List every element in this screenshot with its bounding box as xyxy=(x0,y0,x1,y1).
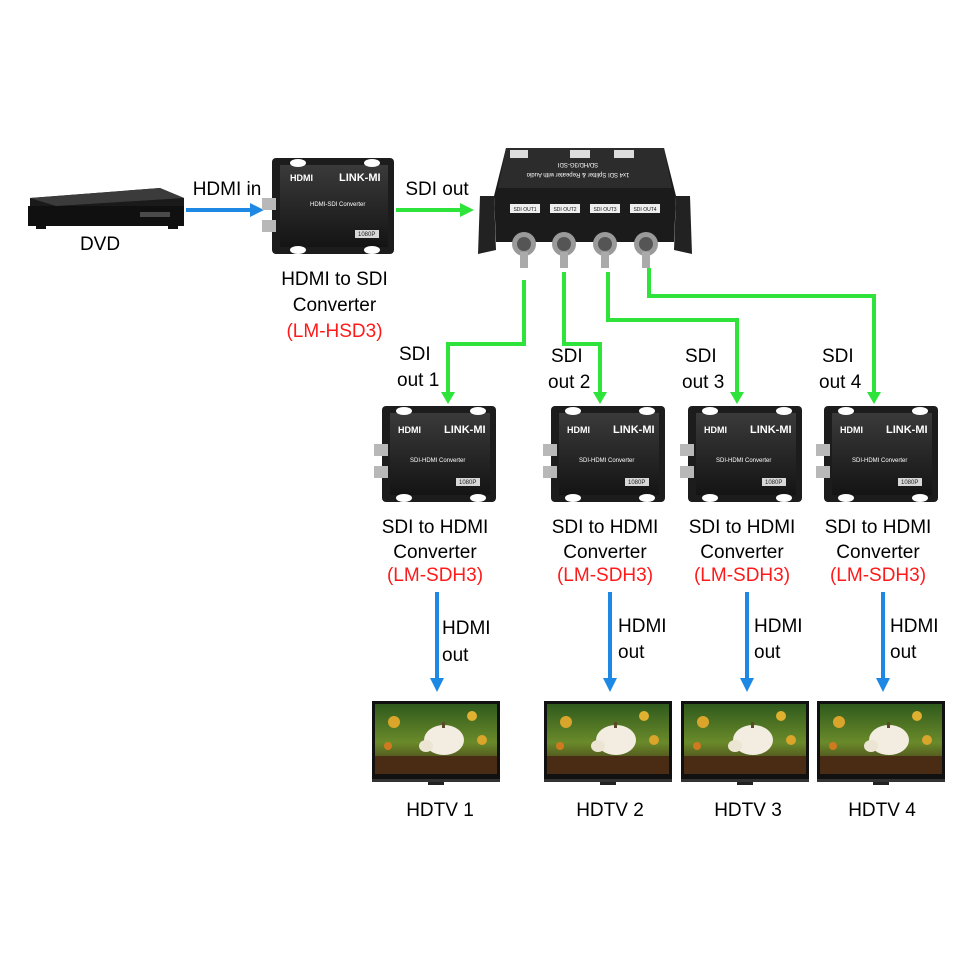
sdi-out-1-label-line1: SDI xyxy=(399,344,431,365)
svg-text:1080P: 1080P xyxy=(765,480,782,486)
hdmi-out-1-label-line2: out xyxy=(442,645,469,666)
sdi-out-4-label-line2: out 4 xyxy=(819,372,862,393)
hdmi-out-3-label-line2: out xyxy=(754,642,781,663)
sdi-to-hdmi-converter-2: HDMI LINK-MI SDI-HDMI Converter 1080P xyxy=(543,406,665,502)
sdi-out-1-label-line2: out 1 xyxy=(397,370,440,391)
hdmi-to-sdi-converter-device: HDMI LINK-MI HDMI-SDI Converter 1080P xyxy=(262,158,394,254)
hdmi-out-arrow-4 xyxy=(876,592,890,692)
sdi-out-arrow xyxy=(396,203,474,217)
sdi-out-2-label-line1: SDI xyxy=(551,346,583,367)
sdi-out-4-label-line1: SDI xyxy=(822,346,854,367)
sdi-splitter-device: SD/HD/3G-SDI 1x4 SDI Splitter & Repeater… xyxy=(478,148,692,268)
svg-text:SDI-HDMI Converter: SDI-HDMI Converter xyxy=(579,458,634,464)
hdmi-out-2-label-line1: HDMI xyxy=(618,616,667,637)
hdtv-3-screen xyxy=(681,701,809,785)
svg-text:SDI-HDMI Converter: SDI-HDMI Converter xyxy=(852,458,907,464)
rx2-model: (LM-SDH3) xyxy=(556,565,654,586)
svg-text:1080P: 1080P xyxy=(901,480,918,486)
rx1-name-line2: Converter xyxy=(393,542,477,563)
sdi-out-label: SDI out xyxy=(405,179,469,200)
converter-model: (LM-HSD3) xyxy=(286,321,383,342)
svg-text:SDI OUT4: SDI OUT4 xyxy=(633,207,656,213)
sdi-to-hdmi-converter-4: HDMI LINK-MI SDI-HDMI Converter 1080P xyxy=(816,406,938,502)
rx4-name-line2: Converter xyxy=(836,542,920,563)
svg-text:SDI-HDMI Converter: SDI-HDMI Converter xyxy=(716,458,771,464)
hdmi-out-1-label-line1: HDMI xyxy=(442,618,491,639)
hdmi-out-4-label-line2: out xyxy=(890,642,917,663)
hdtv-4-label: HDTV 4 xyxy=(848,800,916,821)
rx4-model: (LM-SDH3) xyxy=(829,565,927,586)
rx3-name-line2: Converter xyxy=(700,542,784,563)
svg-text:SDI OUT1: SDI OUT1 xyxy=(513,207,536,213)
rx2-name-line2: Converter xyxy=(563,542,647,563)
rx1-name-line1: SDI to HDMI xyxy=(381,517,489,538)
sdi-route-1 xyxy=(441,280,526,404)
svg-text:HDMI: HDMI xyxy=(398,425,421,435)
hdtv-1-label: HDTV 1 xyxy=(406,800,474,821)
hdmi-in-label: HDMI in xyxy=(192,179,262,200)
hdtv-1-screen xyxy=(372,701,500,785)
svg-text:HDMI-SDI Converter: HDMI-SDI Converter xyxy=(310,202,365,208)
rx4-name-line1: SDI to HDMI xyxy=(824,517,932,538)
rx3-name-line1: SDI to HDMI xyxy=(688,517,796,538)
hdmi-out-arrow-3 xyxy=(740,592,754,692)
svg-text:1080P: 1080P xyxy=(628,480,645,486)
sdi-route-3 xyxy=(606,272,744,404)
sdi-to-hdmi-converter-3: HDMI LINK-MI SDI-HDMI Converter 1080P xyxy=(680,406,802,502)
hdmi-out-2-label-line2: out xyxy=(618,642,645,663)
hdtv-2-screen xyxy=(544,701,672,785)
svg-text:1x4 SDI Splitter & Repeater wi: 1x4 SDI Splitter & Repeater with Audio xyxy=(526,171,629,177)
rx3-model: (LM-SDH3) xyxy=(693,565,791,586)
sdi-route-2 xyxy=(562,272,607,404)
hdmi-out-arrow-1 xyxy=(430,592,444,692)
hdtv-screens xyxy=(372,701,945,785)
hdmi-out-arrow-2 xyxy=(603,592,617,692)
sdi-route-4 xyxy=(647,268,881,404)
rx1-model: (LM-SDH3) xyxy=(386,565,484,586)
hdtv-4-screen xyxy=(817,701,945,785)
svg-text:SDI-HDMI Converter: SDI-HDMI Converter xyxy=(410,458,465,464)
svg-text:SDI OUT2: SDI OUT2 xyxy=(553,207,576,213)
svg-text:LINK-MI: LINK-MI xyxy=(339,172,381,184)
sdi-to-hdmi-converter-devices: HDMI LINK-MI SDI-HDMI Converter 1080P HDMI LI… xyxy=(374,406,938,502)
converter-name-line1: HDMI to SDI xyxy=(281,269,388,290)
sdi-out-3-label-line2: out 3 xyxy=(682,372,725,393)
hdtv-3-label: HDTV 3 xyxy=(714,800,782,821)
svg-text:SDI OUT3: SDI OUT3 xyxy=(593,207,616,213)
svg-text:SD/HD/3G-SDI: SD/HD/3G-SDI xyxy=(558,161,599,167)
svg-text:HDMI: HDMI xyxy=(840,425,863,435)
rx2-name-line1: SDI to HDMI xyxy=(551,517,659,538)
sdi-to-hdmi-converter-1: HDMI LINK-MI SDI-HDMI Converter 1080P xyxy=(374,406,496,502)
svg-text:LINK-MI: LINK-MI xyxy=(444,424,486,436)
svg-text:HDMI: HDMI xyxy=(290,173,313,183)
hdmi-out-3-label-line1: HDMI xyxy=(754,616,803,637)
svg-text:HDMI: HDMI xyxy=(704,425,727,435)
svg-text:HDMI: HDMI xyxy=(567,425,590,435)
converter-name-line2: Converter xyxy=(292,295,377,316)
svg-text:1080P: 1080P xyxy=(459,480,476,486)
bnc-connector-icon xyxy=(512,232,658,268)
hdmi-in-arrow xyxy=(186,203,264,217)
dvd-label: DVD xyxy=(79,234,121,255)
sdi-out-2-label-line2: out 2 xyxy=(548,372,591,393)
svg-text:LINK-MI: LINK-MI xyxy=(750,424,792,436)
sdi-out-3-label-line1: SDI xyxy=(685,346,717,367)
svg-text:LINK-MI: LINK-MI xyxy=(886,424,928,436)
dvd-player xyxy=(28,188,184,229)
svg-text:LINK-MI: LINK-MI xyxy=(613,424,655,436)
hdmi-out-4-label-line1: HDMI xyxy=(890,616,939,637)
svg-text:1080P: 1080P xyxy=(358,232,375,238)
hdtv-2-label: HDTV 2 xyxy=(576,800,644,821)
